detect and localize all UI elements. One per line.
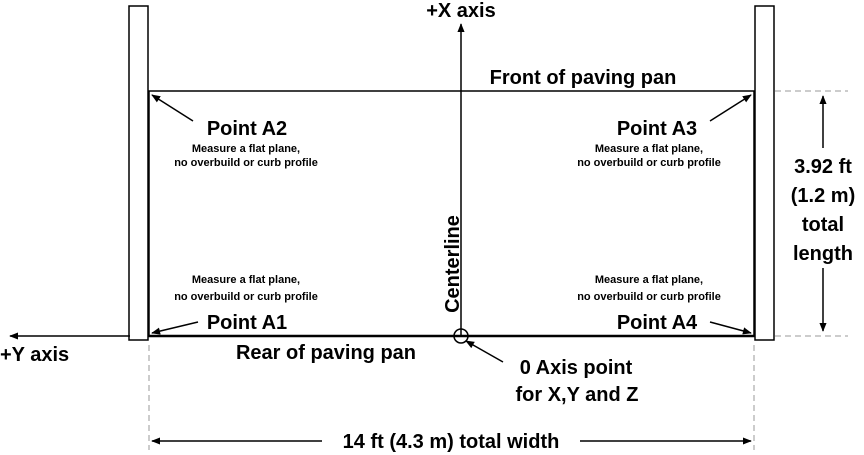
point-a3-note-line2: no overbuild or curb profile [577, 157, 721, 169]
point-a1-note-line2: no overbuild or curb profile [174, 291, 318, 303]
width-label: 14 ft (4.3 m) total width [343, 431, 560, 453]
dimension-extension-lines [148, 90, 848, 450]
x-axis-label: +X axis [426, 0, 496, 22]
point-a2-note-line2: no overbuild or curb profile [174, 157, 318, 169]
rear-of-pan-label: Rear of paving pan [236, 342, 416, 364]
y-axis-label: +Y axis [0, 344, 69, 366]
length-label-line1: 3.92 ft [794, 156, 852, 178]
point-a4-note-line2: no overbuild or curb profile [577, 291, 721, 303]
point-a1-label: Point A1 [207, 312, 287, 334]
front-of-pan-label: Front of paving pan [490, 67, 677, 89]
origin-marker [453, 328, 469, 344]
origin-label-line1: 0 Axis point [520, 357, 633, 379]
point-a2-arrow [151, 94, 194, 122]
origin-leader [465, 340, 504, 363]
point-a3-label: Point A3 [617, 118, 697, 140]
point-a2-label: Point A2 [207, 118, 287, 140]
point-a2-note-line1: Measure a flat plane, [192, 143, 300, 155]
point-a3-note-line1: Measure a flat plane, [595, 143, 703, 155]
point-a4-label: Point A4 [617, 312, 698, 334]
right-end-gate [754, 5, 775, 341]
left-end-gate [128, 5, 149, 341]
centerline-label: Centerline [442, 215, 464, 313]
length-label-line4: length [793, 243, 853, 265]
length-label-line2: (1.2 m) [791, 185, 855, 207]
point-a1-note-line1: Measure a flat plane, [192, 274, 300, 286]
point-a3-arrow [709, 94, 752, 122]
length-label-line3: total [802, 214, 844, 236]
point-a1-arrow [151, 321, 199, 335]
point-a4-arrow [709, 321, 752, 335]
point-a4-note-line1: Measure a flat plane, [595, 274, 703, 286]
origin-label-line2: for X,Y and Z [516, 384, 639, 406]
